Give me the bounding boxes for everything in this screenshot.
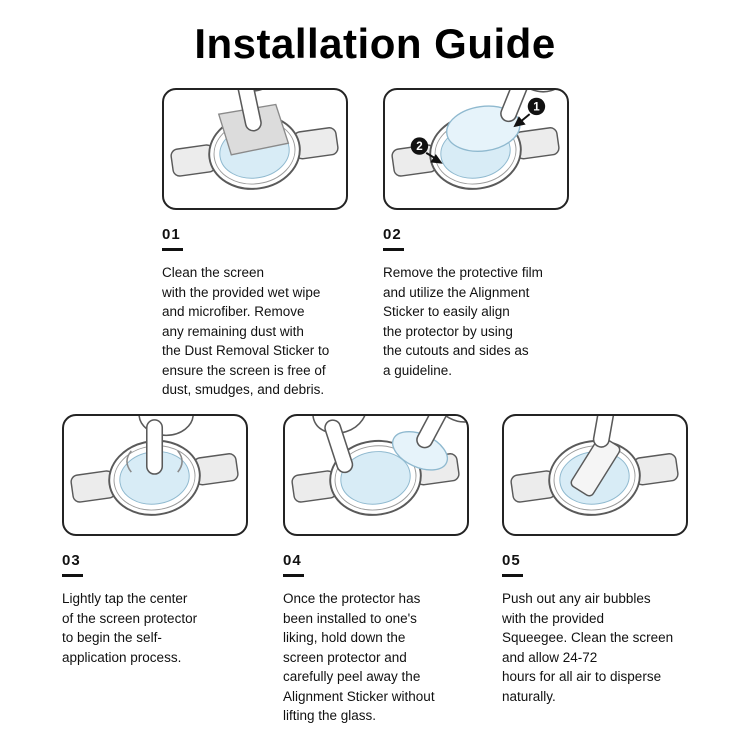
step-03-illustration-box: [62, 414, 248, 536]
step-03-description: Lightly tap the center of the screen pro…: [62, 591, 198, 665]
step-05-underline: [502, 574, 523, 577]
step-01-underline: [162, 248, 183, 251]
step-05-illustration-box: [502, 414, 688, 536]
step-02-description: Remove the protective film and utilize t…: [383, 265, 543, 378]
step-02-illustration: 1 2: [387, 90, 567, 201]
tap-ripple-right-icon: [177, 450, 183, 473]
step-04-number: 04: [283, 552, 302, 569]
step-03-underline: [62, 574, 83, 577]
step-01-number: 01: [162, 226, 181, 243]
step-05-description: Push out any air bubbles with the provid…: [502, 591, 674, 704]
step-05: 05 Push out any air bubbles with the pro…: [502, 414, 698, 706]
page-title: Installation Guide: [194, 20, 556, 67]
step-04-underline: [283, 574, 304, 577]
step-01-illustration-box: [162, 88, 348, 210]
step-04: 04 Once the protector has been installed…: [283, 414, 479, 726]
tap-ripple-left-icon: [126, 450, 132, 473]
squeegee-icon: [570, 436, 621, 497]
step-02-number: 02: [383, 226, 402, 243]
step-01-description: Clean the screen with the provided wet w…: [162, 265, 330, 397]
badge-2: 2: [410, 137, 443, 164]
arrowhead-icon: [513, 116, 526, 128]
step-05-illustration: [506, 416, 683, 527]
step-05-number: 05: [502, 552, 521, 569]
badge-1: 1: [513, 97, 546, 128]
step-03-illustration: [66, 416, 243, 527]
step-02-underline: [383, 248, 404, 251]
step-01-illustration: [166, 90, 343, 201]
arrowhead-icon: [430, 154, 443, 164]
step-03: 03 Lightly tap the center of the screen …: [62, 414, 258, 667]
step-03-number: 03: [62, 552, 81, 569]
badge-1-number: 1: [533, 100, 540, 113]
badge-2-number: 2: [416, 140, 422, 153]
step-04-description: Once the protector has been installed to…: [283, 591, 435, 723]
step-04-illustration-box: [283, 414, 469, 536]
step-02: 1 2 02 Remove the protective film and ut…: [383, 88, 579, 380]
step-02-illustration-box: 1 2: [383, 88, 569, 210]
step-01: 01 Clean the screen with the provided we…: [162, 88, 358, 400]
step-04-illustration: [287, 416, 467, 527]
